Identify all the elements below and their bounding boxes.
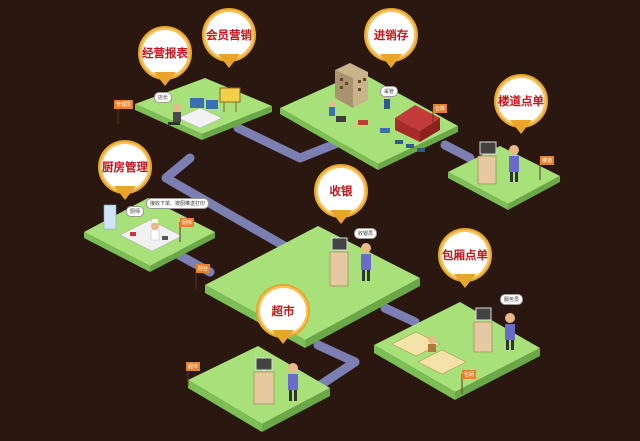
sign-warehouse: 仓库 — [433, 104, 448, 113]
road-report-to-cashier — [161, 153, 305, 260]
cashier-scene — [329, 237, 371, 287]
bubble-kitchen-note: 接收下单、按厨推送打印 — [146, 198, 210, 209]
pin-label: 包厢点单 — [442, 247, 488, 262]
pin-floor-ordering[interactable]: 楼道点单 — [494, 74, 548, 136]
bubble-purchaser: 采管 — [380, 86, 399, 97]
sign-supermarket: 超市 — [186, 362, 201, 371]
sign-private-room: 包厢 — [462, 370, 477, 379]
sign-front-desk: 前台 — [196, 264, 211, 273]
road-cashier-to-room — [380, 303, 420, 327]
bubble-waiter: 服务员 — [500, 294, 524, 305]
pin-label: 楼道点单 — [498, 93, 544, 108]
pin-label: 厨房管理 — [102, 159, 148, 174]
bubble-chef: 厨师 — [126, 206, 145, 217]
bubble-cashier: 收银员 — [354, 228, 378, 239]
pin-business-report[interactable]: 经营报表 — [138, 26, 192, 88]
inventory-scene — [329, 63, 440, 152]
pin-supermarket[interactable]: 超市 — [256, 284, 310, 346]
kitchen-scene — [103, 204, 183, 252]
bubble-boss: 店长 — [154, 92, 173, 103]
pin-label: 经营报表 — [142, 45, 188, 60]
sign-kitchen: 厨房 — [180, 218, 195, 227]
pin-label: 超市 — [271, 303, 295, 318]
road-cashier-to-market — [305, 340, 360, 397]
road-inventory-to-floor — [440, 140, 475, 163]
floor-terminal-scene — [477, 141, 519, 185]
sign-management: 管理层 — [114, 100, 134, 109]
supermarket-scene — [253, 357, 298, 405]
pin-label: 会员营销 — [206, 27, 252, 42]
sign-floor: 楼道 — [540, 156, 555, 165]
pin-label: 收银 — [329, 183, 353, 198]
pin-cashier[interactable]: 收银 — [314, 164, 368, 226]
pin-private-room-ordering[interactable]: 包厢点单 — [438, 228, 492, 290]
pin-inventory[interactable]: 进销存 — [364, 8, 418, 70]
platform-cashier — [205, 226, 420, 348]
platform-private-room — [374, 302, 540, 400]
pin-member-marketing[interactable]: 会员营销 — [202, 8, 256, 70]
platform-floor — [448, 146, 560, 210]
private-room-scene — [391, 307, 515, 375]
pin-label: 进销存 — [373, 27, 409, 42]
road-report-to-inventory — [233, 123, 345, 163]
pin-kitchen-management[interactable]: 厨房管理 — [98, 140, 152, 202]
office-desk-scene — [168, 87, 241, 129]
